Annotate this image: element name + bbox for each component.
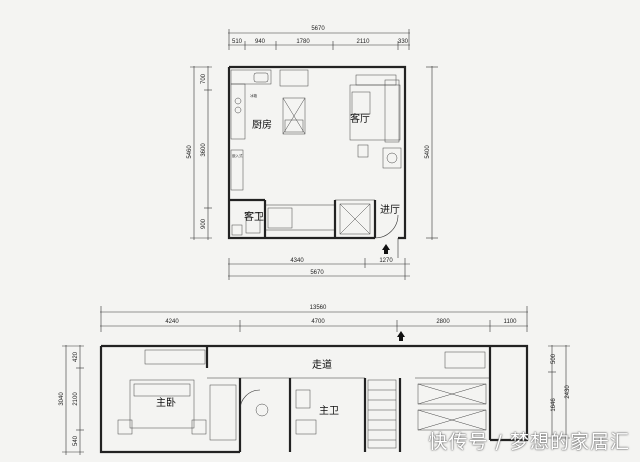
watermark-text: 快传号 / 梦想的家居汇: [428, 431, 630, 453]
bath-entrance-fixtures: [231, 203, 390, 254]
upper-top-seg-4: 2110: [357, 39, 371, 45]
room-master-bedroom: 主卧: [156, 396, 176, 409]
upper-plan: 5670 510 940 1780 2110 330 5460 700 3600…: [187, 26, 438, 280]
room-guest-bath: 客卫: [244, 210, 264, 223]
room-entrance: 进厅: [380, 204, 400, 216]
svg-text:冰箱: 冰箱: [250, 93, 258, 98]
upper-top-seg-2: 940: [255, 39, 266, 45]
room-master-bath: 主卫: [319, 405, 339, 417]
upper-right-total: 5400: [425, 145, 431, 159]
lower-top-total: 13560: [310, 305, 327, 311]
upper-top-dimensions: 5670 510 940 1780 2110 330: [228, 26, 410, 50]
upper-left-seg-2: 3600: [201, 143, 207, 157]
kitchen-fixtures: 冰箱 嵌入式: [230, 69, 309, 191]
lower-right-seg-2: 1646: [551, 398, 557, 412]
entry-arrow-icon: [382, 244, 390, 254]
upper-bottom-dimensions: 4340 1270 5670: [228, 258, 410, 280]
lower-top-seg-4: 1100: [504, 319, 518, 325]
upper-left-dimensions: 5460 700 3600 900: [187, 66, 212, 240]
upper-bottom-left: 4340: [290, 258, 304, 264]
stairs-and-storage: [367, 331, 487, 449]
lower-arrow-icon: [397, 331, 405, 341]
upper-left-seg-3: 900: [201, 218, 207, 229]
room-living: 客厅: [350, 112, 370, 125]
living-fixtures: [349, 74, 402, 169]
upper-walls: [227, 65, 407, 258]
lower-right-seg-1: 500: [551, 353, 557, 364]
room-kitchen: 厨房: [252, 118, 272, 131]
svg-text:嵌入式: 嵌入式: [232, 153, 243, 158]
upper-bottom-total: 5670: [310, 270, 324, 276]
upper-top-seg-3: 1780: [296, 39, 310, 45]
upper-left-seg-1: 700: [201, 73, 207, 84]
lower-top-seg-2: 4700: [311, 319, 325, 325]
room-corridor: 走道: [312, 358, 332, 371]
lower-right-total: 2430: [565, 385, 571, 399]
upper-top-total: 5670: [311, 26, 325, 32]
lower-top-seg-1: 4240: [165, 319, 179, 325]
lower-left-seg-3: 540: [73, 435, 79, 446]
lower-room-labels: 走道 主卧 主卫: [156, 358, 339, 417]
lower-left-total: 3040: [59, 392, 65, 406]
lower-left-seg-1: 420: [73, 351, 79, 362]
lower-top-seg-3: 2800: [436, 319, 450, 325]
lower-left-dimensions: 3040 420 2100 540: [59, 345, 84, 455]
upper-top-seg-5: 330: [398, 39, 409, 45]
upper-bottom-right: 1270: [379, 258, 393, 264]
lower-plan: 13560 4240 4700 2800 1100 3040 420 2100 …: [59, 305, 571, 455]
upper-room-labels: 厨房 客厅 客卫 进厅: [244, 112, 400, 223]
lower-left-seg-2: 2100: [73, 392, 79, 406]
bedroom-fixtures: [117, 349, 317, 441]
lower-top-dimensions: 13560 4240 4700 2800 1100: [100, 305, 528, 332]
lower-walls: [99, 344, 529, 454]
upper-top-seg-1: 510: [232, 39, 243, 45]
lower-right-dimensions: 500 1646 2430: [548, 345, 571, 440]
upper-left-total: 5460: [187, 145, 193, 159]
upper-right-dimension: 5400: [425, 66, 438, 240]
